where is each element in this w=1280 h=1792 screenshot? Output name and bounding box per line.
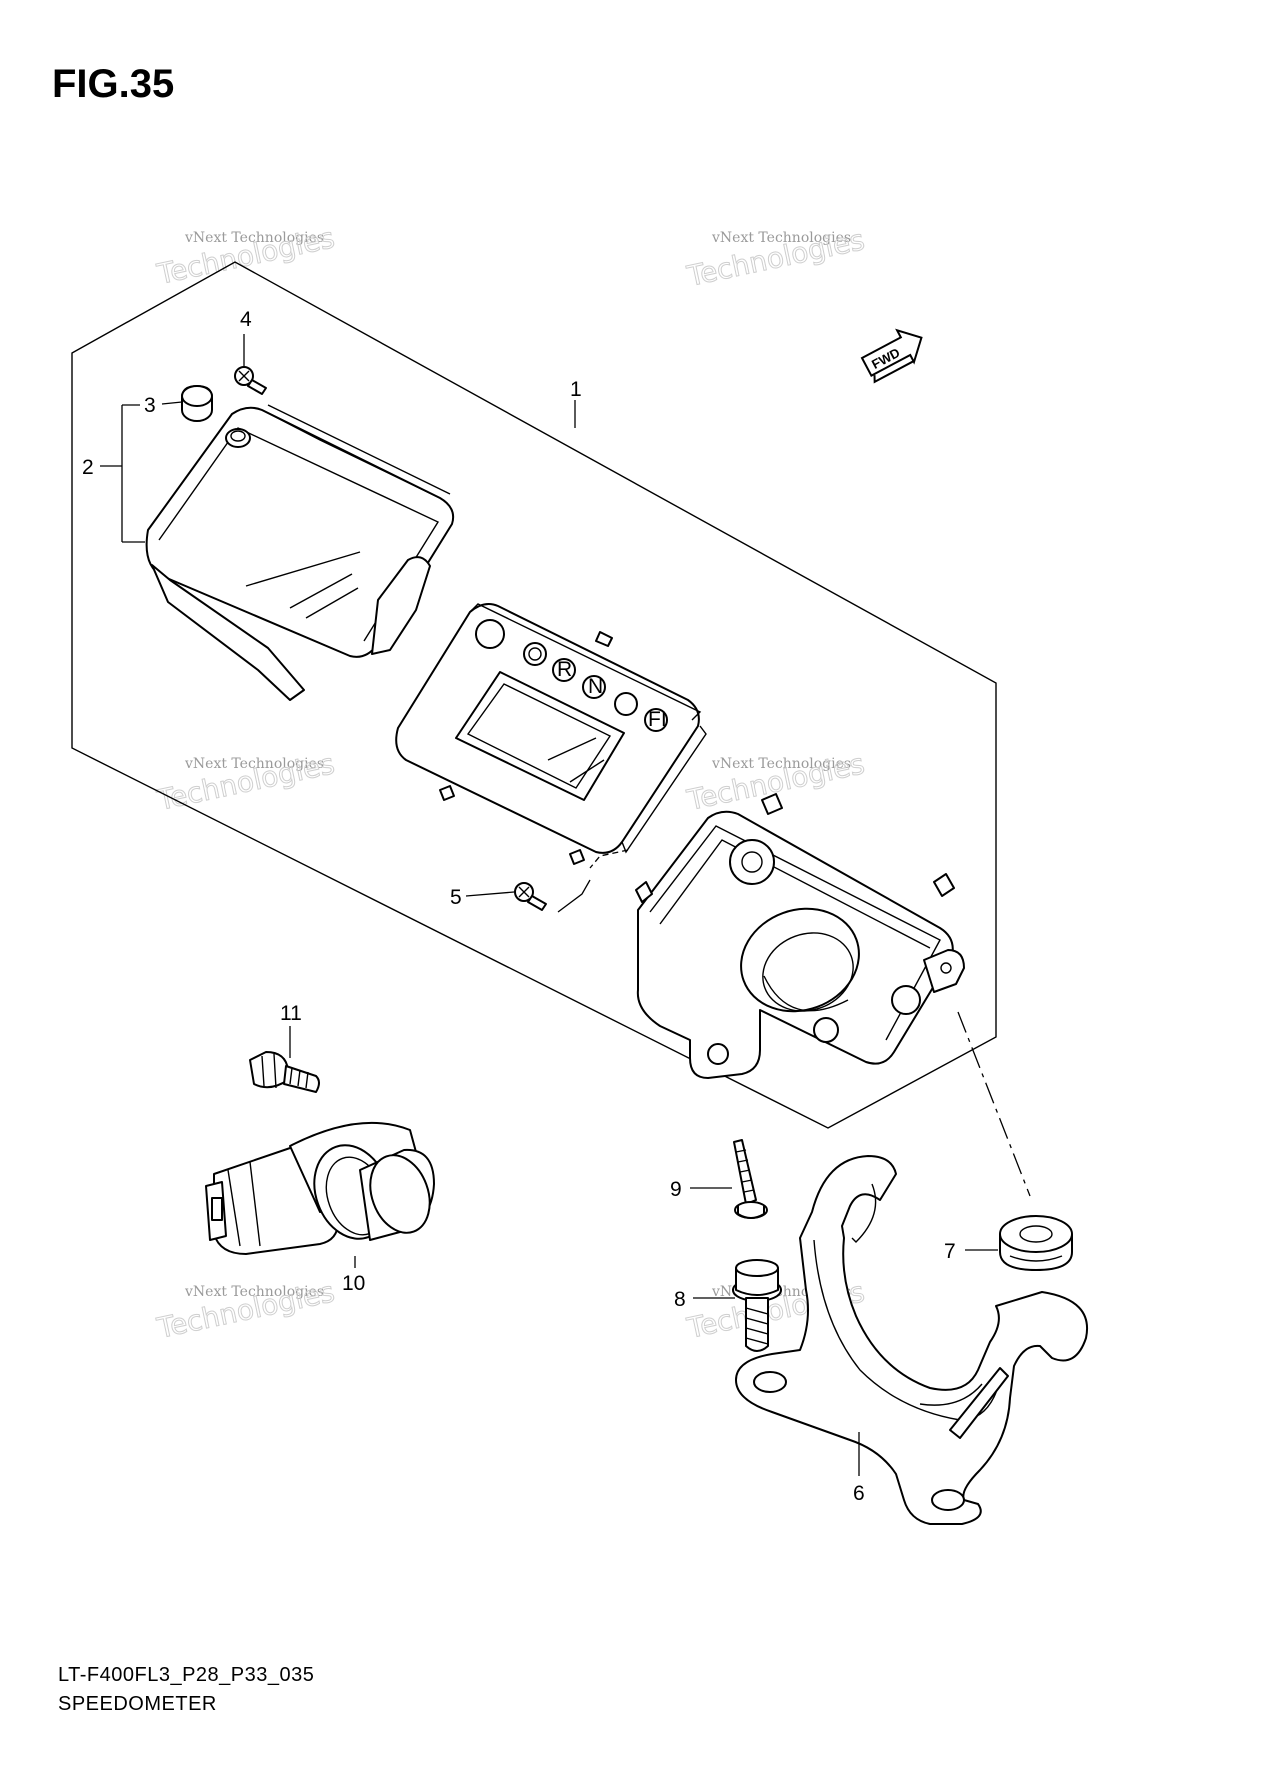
grommet-part-7 [999, 1215, 1073, 1271]
callout-1: 1 [570, 378, 582, 401]
centerline-grommet-7 [957, 1011, 1031, 1197]
grommet-part-3 [181, 385, 213, 422]
svg-text:R: R [557, 658, 572, 681]
meter-cover-part-2 [145, 404, 455, 701]
watermark-top-center: vNext Technologies Technologies [683, 223, 868, 294]
callout-10: 10 [342, 1272, 365, 1295]
diagram-name: SPEEDOMETER [58, 1693, 217, 1715]
bolt-part-8 [732, 1259, 782, 1352]
callout-9: 9 [670, 1178, 682, 1201]
bracket-part-6 [735, 1155, 1088, 1525]
lcd-display-board: R N FI [395, 603, 707, 865]
svg-text:vNext Technologies: vNext Technologies [184, 756, 324, 772]
svg-text:N: N [588, 675, 603, 698]
svg-text:vNext Technologies: vNext Technologies [184, 230, 324, 246]
screw-part-5 [514, 882, 547, 911]
screw-part-4 [234, 366, 267, 395]
figure-title: FIG.35 [52, 62, 175, 106]
leader-screw-5-body [557, 879, 591, 913]
callout-2: 2 [82, 456, 94, 479]
svg-text:FI: FI [648, 708, 667, 731]
callout-11: 11 [280, 1002, 302, 1025]
assembly-outline [71, 261, 997, 1129]
callout-7: 7 [944, 1240, 956, 1263]
watermark-low-left: vNext Technologies Technologies [153, 1275, 338, 1346]
callout-3: 3 [144, 394, 156, 417]
callout-5: 5 [450, 886, 462, 909]
diagram-code: LT-F400FL3_P28_P33_035 [58, 1664, 315, 1686]
bolt-part-11 [249, 1051, 320, 1093]
watermark-mid-left: vNext Technologies Technologies [153, 747, 338, 818]
watermark-top-left: vNext Technologies Technologies [153, 221, 338, 292]
speed-sensor-part-10 [205, 1121, 435, 1255]
svg-text:vNext Technologies: vNext Technologies [711, 756, 851, 772]
svg-text:vNext Technologies: vNext Technologies [184, 1284, 324, 1300]
callout-4: 4 [240, 308, 252, 331]
callout-8: 8 [674, 1288, 686, 1311]
meter-lower-case [635, 793, 965, 1079]
fwd-arrow-badge: FWD [860, 328, 923, 384]
leader-lines [100, 334, 998, 1476]
svg-text:vNext Technologies: vNext Technologies [711, 230, 851, 246]
screw-part-9 [733, 1139, 768, 1219]
callout-numbers: 1 2 3 4 5 6 7 8 9 10 11 [82, 308, 956, 1505]
callout-6: 6 [853, 1482, 865, 1505]
